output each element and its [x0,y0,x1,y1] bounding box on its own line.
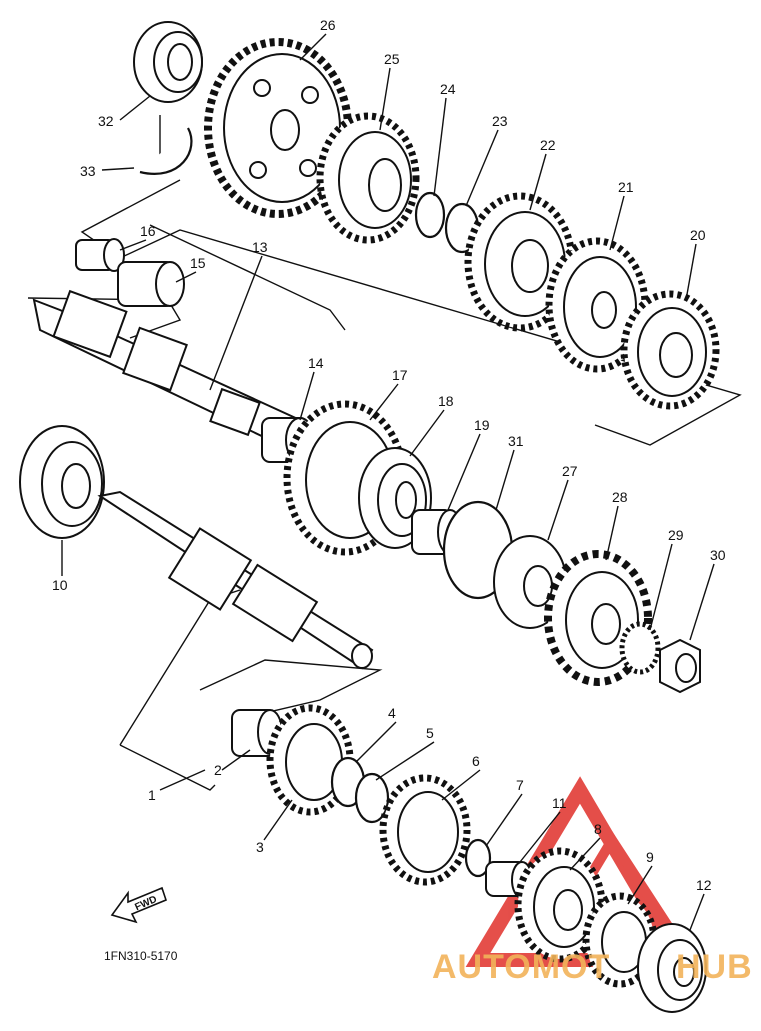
fwd-label: FWD [133,894,158,913]
label-4: 4 [388,705,396,721]
leader-line [627,865,653,905]
drive-axle [97,490,374,670]
label-23: 23 [492,113,508,129]
label-29: 29 [668,527,684,543]
leader-line [685,243,697,301]
part-labels: 1 2 3 4 5 6 7 8 9 10 11 12 13 14 15 16 1… [52,17,726,893]
label-28: 28 [612,489,628,505]
nut-30 [659,638,701,694]
washer-24 [414,191,446,239]
leader-line [101,167,135,171]
label-20: 20 [690,227,706,243]
leader-line [355,721,397,763]
leader-line [689,563,715,641]
label-15: 15 [190,255,206,271]
label-13: 13 [252,239,268,255]
label-19: 19 [474,417,490,433]
leader-line [175,271,197,283]
leader-line [375,741,435,781]
main-axle-13 [32,289,301,452]
leader-line [447,433,481,511]
watermark-left: AUTOMOT [432,948,610,986]
label-33: 33 [80,163,96,179]
label-8: 8 [594,821,602,837]
leader-line [609,195,625,251]
bearing-32 [133,21,203,103]
leader-line [547,479,569,541]
leader-line [529,153,547,211]
label-18: 18 [438,393,454,409]
label-30: 30 [710,547,726,563]
circlip-33 [139,127,193,175]
leader-line [369,383,399,421]
bushing-16 [75,238,125,272]
bearing-10 [19,425,105,539]
label-22: 22 [540,137,556,153]
leader-line [159,769,206,791]
label-3: 3 [256,839,264,855]
label-11: 11 [552,795,567,811]
label-17: 17 [392,367,408,383]
gear-21 [545,237,649,373]
leader-line [119,95,151,121]
fwd-arrow-icon: FWD [110,886,167,924]
label-7: 7 [516,777,524,793]
leader-line [299,33,327,61]
label-32: 32 [98,113,114,129]
label-27: 27 [562,463,578,479]
watermark-right: HUB [676,948,753,986]
label-24: 24 [440,81,456,97]
label-12: 12 [696,877,712,893]
label-25: 25 [384,51,400,67]
leader-line [379,67,391,131]
label-26: 26 [320,17,336,33]
leader-line [485,793,523,847]
gear-6 [379,774,471,886]
leader-line [119,239,147,251]
leader-line [263,799,293,841]
gear-25 [316,112,420,244]
bearing-12 [637,923,707,1013]
diagram-code: 1FN310-5170 [104,949,178,963]
label-21: 21 [618,179,634,195]
label-1: 1 [148,787,156,803]
leader-line [649,543,673,631]
gear-20 [620,290,720,410]
leader-line [299,371,315,421]
bearing-18 [358,447,432,549]
lock-washer-29 [619,621,661,675]
label-31: 31 [508,433,524,449]
leader-line [495,449,515,511]
leader-line [209,255,263,391]
leader-line [689,893,705,931]
leader-line [433,97,447,197]
watermark-text: AUTOMOT HUB [432,948,753,986]
leader-line [221,749,251,771]
label-6: 6 [472,753,480,769]
label-2: 2 [214,762,222,778]
washer-7 [464,838,492,878]
label-14: 14 [308,355,324,371]
leader-line [569,837,601,871]
leader-line [441,769,481,801]
gear-26 [204,38,352,218]
leader-line [465,129,499,207]
label-10: 10 [52,577,68,593]
leader-line [409,409,445,457]
label-9: 9 [646,849,654,865]
leader-line [519,811,561,863]
leader-lines [61,33,715,931]
gear-8 [514,847,606,963]
label-16: 16 [140,223,156,239]
leader-line [605,505,619,561]
label-5: 5 [426,725,434,741]
bushing-15 [117,261,185,307]
